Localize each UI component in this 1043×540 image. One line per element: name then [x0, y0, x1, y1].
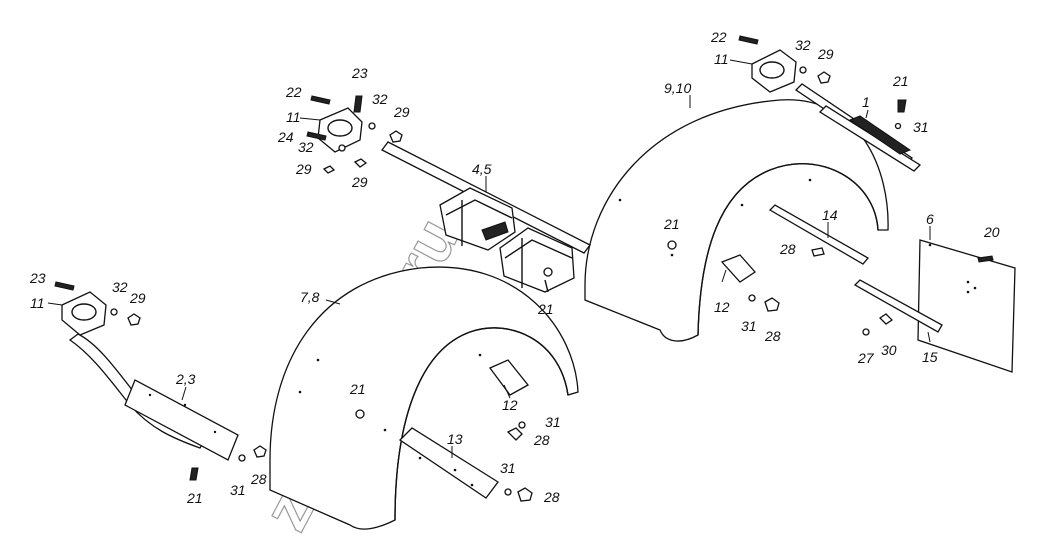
label-part-11: 11: [30, 295, 45, 311]
label-part-7-8: 7,8: [300, 289, 320, 305]
label-part-12: 12: [714, 299, 730, 315]
label-part-24: 24: [277, 129, 294, 145]
label-part-2-3: 2,3: [175, 371, 196, 387]
fender-right: [584, 99, 889, 342]
label-part-29: 29: [393, 104, 410, 120]
left-mount-pipe: [54, 281, 267, 481]
label-part-31: 31: [913, 119, 929, 135]
label-part-15: 15: [922, 349, 938, 365]
label-part-32: 32: [298, 139, 314, 155]
label-part-29: 29: [129, 290, 146, 306]
label-part-11: 11: [286, 109, 301, 125]
mudflap-right: [853, 239, 1016, 373]
leader-lines: [47, 59, 931, 458]
label-part-21: 21: [349, 381, 366, 397]
label-part-28: 28: [250, 471, 267, 487]
upper-left-bracket: [306, 95, 403, 174]
label-part-29: 29: [351, 174, 368, 190]
label-part-4-5: 4,5: [472, 161, 492, 177]
label-part-30: 30: [881, 342, 897, 358]
label-part-22: 22: [710, 29, 727, 45]
right-small-parts: [667, 204, 869, 312]
upper-right-bracket: [738, 35, 922, 172]
label-part-31: 31: [230, 482, 246, 498]
label-part-31: 31: [545, 414, 561, 430]
label-part-29: 29: [295, 161, 312, 177]
label-part-28: 28: [543, 489, 560, 505]
label-part-32: 32: [372, 91, 388, 107]
label-part-28: 28: [764, 328, 781, 344]
label-part-28: 28: [779, 241, 796, 257]
label-part-9-10: 9,10: [664, 80, 691, 96]
label-part-23: 23: [351, 65, 368, 81]
label-part-12: 12: [502, 397, 518, 413]
label-part-21: 21: [186, 490, 203, 506]
label-part-27: 27: [857, 350, 875, 366]
label-part-32: 32: [112, 279, 128, 295]
label-part-31: 31: [741, 318, 757, 334]
label-part-21: 21: [537, 301, 554, 317]
center-bracket-assembly: [381, 141, 591, 293]
label-part-29: 29: [817, 46, 834, 62]
label-part-21: 21: [663, 216, 680, 232]
label-part-20: 20: [983, 224, 1000, 240]
label-part-28: 28: [533, 432, 550, 448]
fender-left: [269, 266, 579, 530]
label-part-13: 13: [447, 431, 463, 447]
label-part-23: 23: [29, 270, 46, 286]
label-part-14: 14: [822, 207, 838, 223]
part-labels: 1 2,3 4,5 6 7,8 9,10 11 11 11 12 12 13 1…: [29, 29, 1000, 506]
lower-small-parts: [355, 359, 533, 502]
label-part-6: 6: [926, 211, 934, 227]
label-part-11: 11: [714, 51, 729, 67]
label-part-21: 21: [892, 73, 909, 89]
label-part-22: 22: [285, 84, 302, 100]
label-part-32: 32: [795, 37, 811, 53]
label-part-1: 1: [862, 94, 870, 110]
label-part-31: 31: [500, 460, 516, 476]
